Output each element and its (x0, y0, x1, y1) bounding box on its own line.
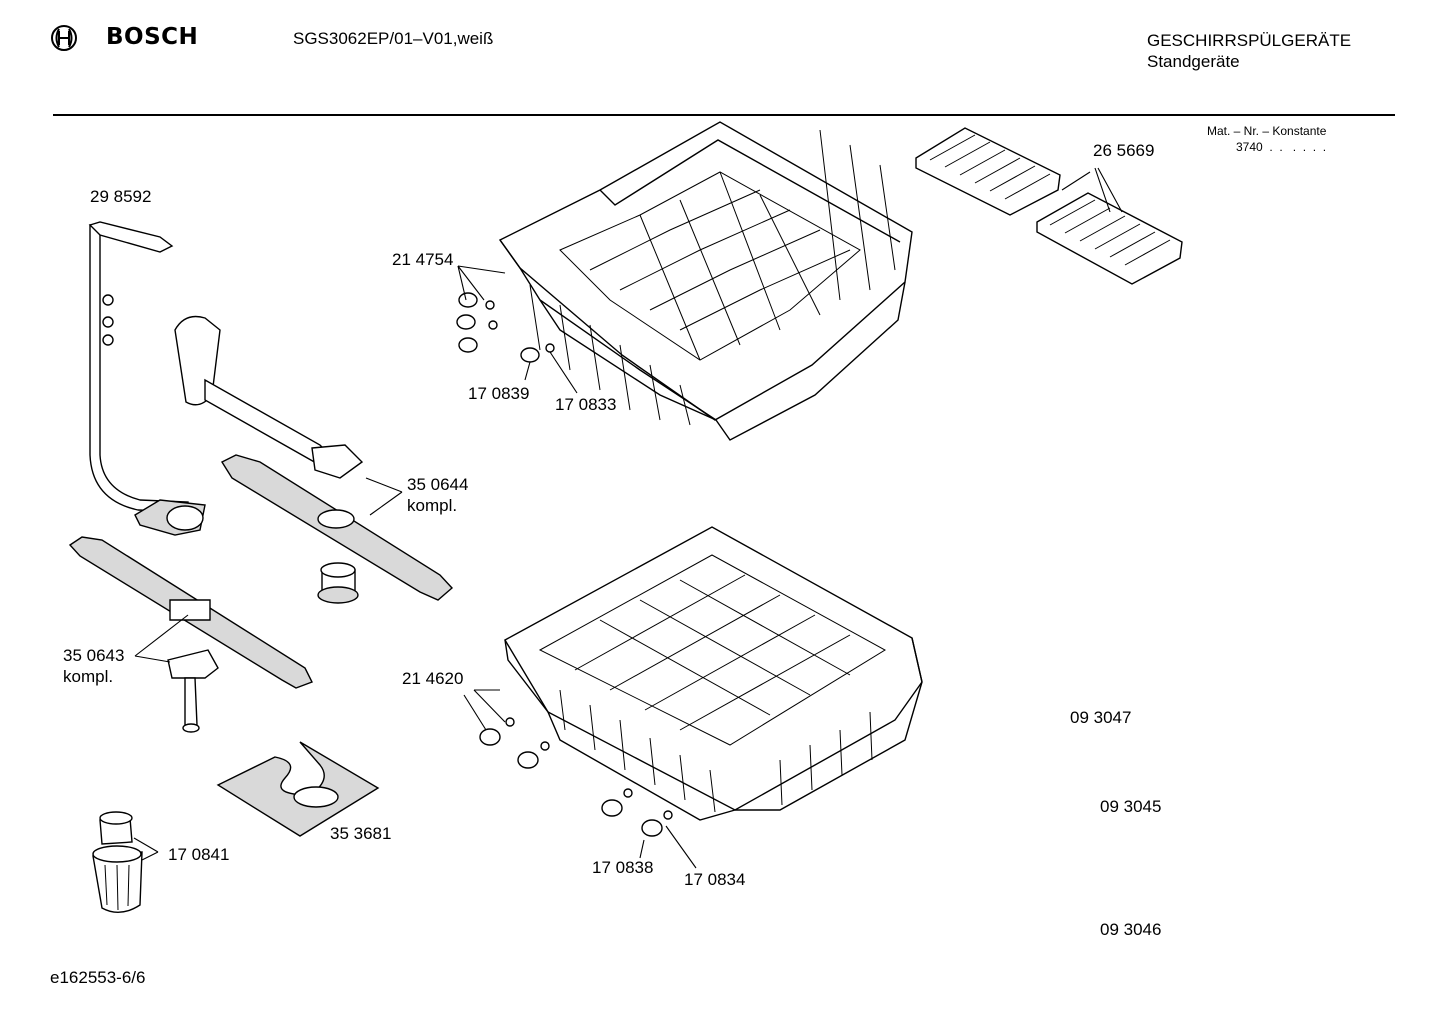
upper-basket-drawing (498, 121, 913, 441)
bosch-logo (50, 24, 78, 52)
brand-name: BOSCH (106, 24, 199, 50)
header-divider (53, 114, 1395, 116)
category-subtitle: Standgeräte (1147, 52, 1240, 71)
part-170838: 17 0838 (592, 858, 654, 877)
leader-lines (133, 167, 1123, 869)
lower-basket-drawing (504, 526, 923, 821)
part-170841: 17 0841 (168, 845, 230, 864)
part-214620: 21 4620 (402, 669, 464, 688)
mat-constant-value: 3740 . . . . . . (1236, 140, 1327, 154)
document-id: e162553-6/6 (50, 968, 146, 987)
category-title: GESCHIRRSPÜLGERÄTE (1147, 31, 1352, 50)
part-298592: 29 8592 (90, 187, 152, 206)
cup-shelves-drawing (915, 127, 1183, 285)
model-number: SGS3062EP/01–V01,weiß (293, 29, 494, 48)
part-093045: 09 3045 (1100, 797, 1162, 816)
part-350643-note: kompl. (63, 667, 114, 686)
part-265669: 26 5669 (1093, 141, 1155, 160)
part-350644-note: kompl. (407, 496, 458, 515)
part-170833: 17 0833 (555, 395, 617, 414)
lower-wheels-drawing (479, 717, 673, 837)
part-350643: 35 0643 (63, 646, 125, 665)
spray-pipe-drawing (88, 221, 206, 536)
upper-spray-arm-drawing (220, 454, 454, 604)
part-214754: 21 4754 (392, 250, 454, 269)
part-093046: 09 3046 (1100, 920, 1162, 939)
part-170834: 17 0834 (684, 870, 746, 889)
part-353681: 35 3681 (330, 824, 392, 843)
part-170839: 17 0839 (468, 384, 530, 403)
filter-plate-drawing (216, 741, 380, 837)
bosch-armature-icon (51, 25, 77, 51)
mat-constant-label: Mat. – Nr. – Konstante (1207, 124, 1327, 138)
upper-arm-connector-drawing (174, 315, 364, 479)
upper-wheels-drawing (456, 292, 555, 363)
part-093047: 09 3047 (1070, 708, 1132, 727)
part-350644: 35 0644 (407, 475, 469, 494)
lower-spray-arm-drawing (68, 536, 313, 733)
filter-drawing (92, 811, 143, 913)
